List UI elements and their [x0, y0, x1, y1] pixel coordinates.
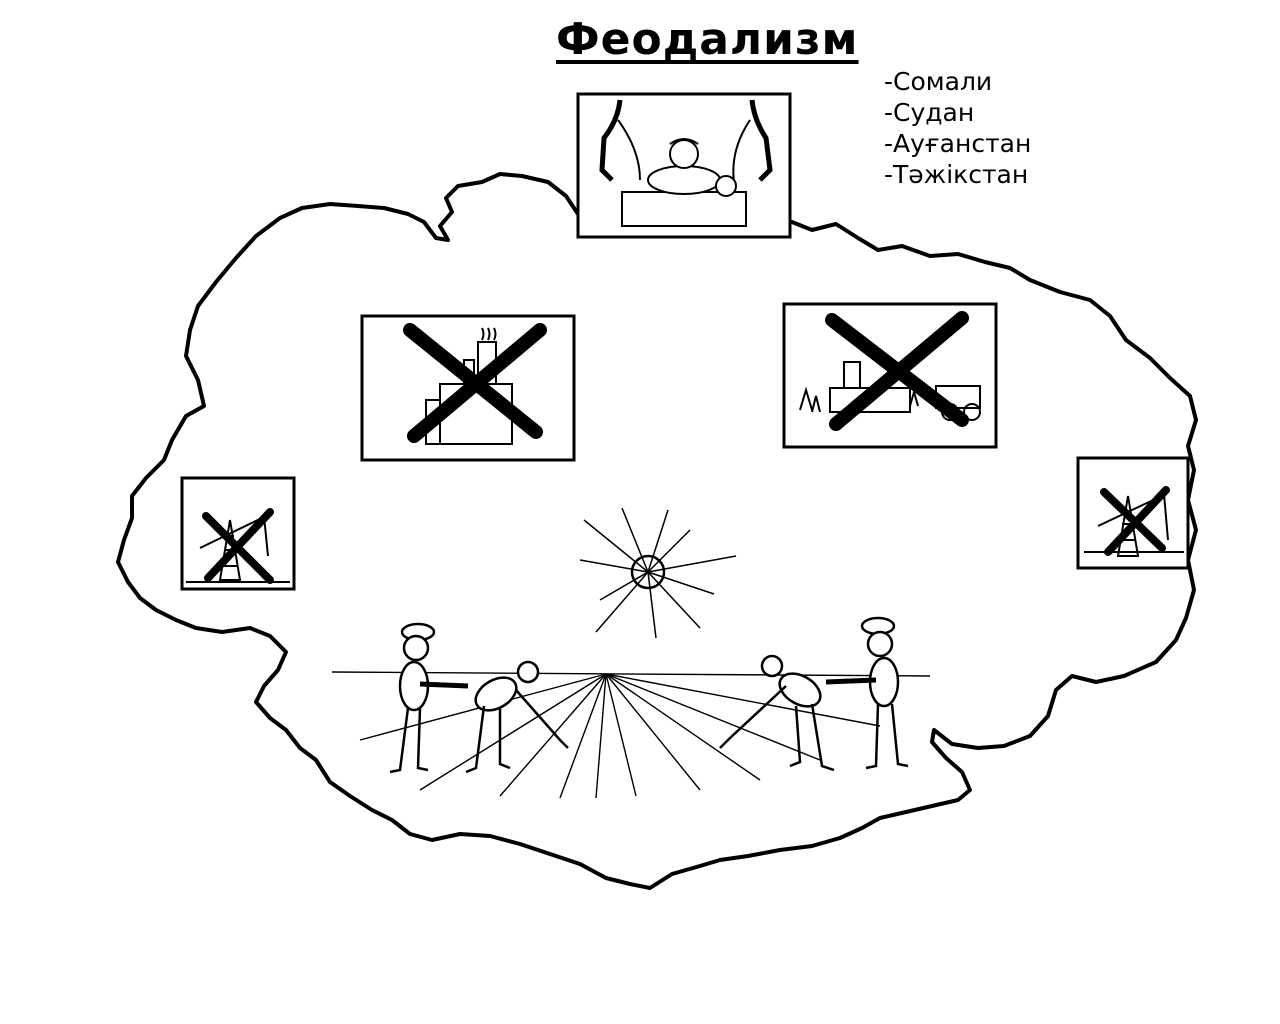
guard-with-gun: [825, 616, 909, 770]
sun-icon: [579, 507, 737, 639]
agriculture-machinery-panel: [782, 302, 998, 449]
bent-worker: [465, 660, 569, 774]
territory-outline: [116, 172, 1198, 890]
cross-mark: [825, 311, 969, 431]
bent-worker: [719, 654, 835, 772]
cross-mark: [202, 508, 274, 584]
armed-ruler-panel: [576, 92, 792, 239]
oil-pump-right-panel: [1076, 456, 1190, 570]
page-title: Феодализм: [556, 14, 859, 65]
factory-panel: [360, 314, 576, 462]
guard-with-gun: [389, 622, 469, 774]
country-item: -Тәжікстан: [884, 160, 1029, 189]
country-list: -Сомали -Судан -Ауғанстан -Тәжікстан: [884, 66, 1031, 190]
cross-mark: [1100, 486, 1170, 556]
oil-pump-left-panel: [180, 476, 296, 591]
cross-mark: [403, 323, 547, 443]
country-item: -Судан: [884, 98, 975, 127]
country-item: -Сомали: [884, 67, 993, 96]
country-item: -Ауғанстан: [884, 129, 1032, 158]
ruler-with-rifles-icon: [599, 99, 773, 227]
field: [331, 671, 931, 799]
